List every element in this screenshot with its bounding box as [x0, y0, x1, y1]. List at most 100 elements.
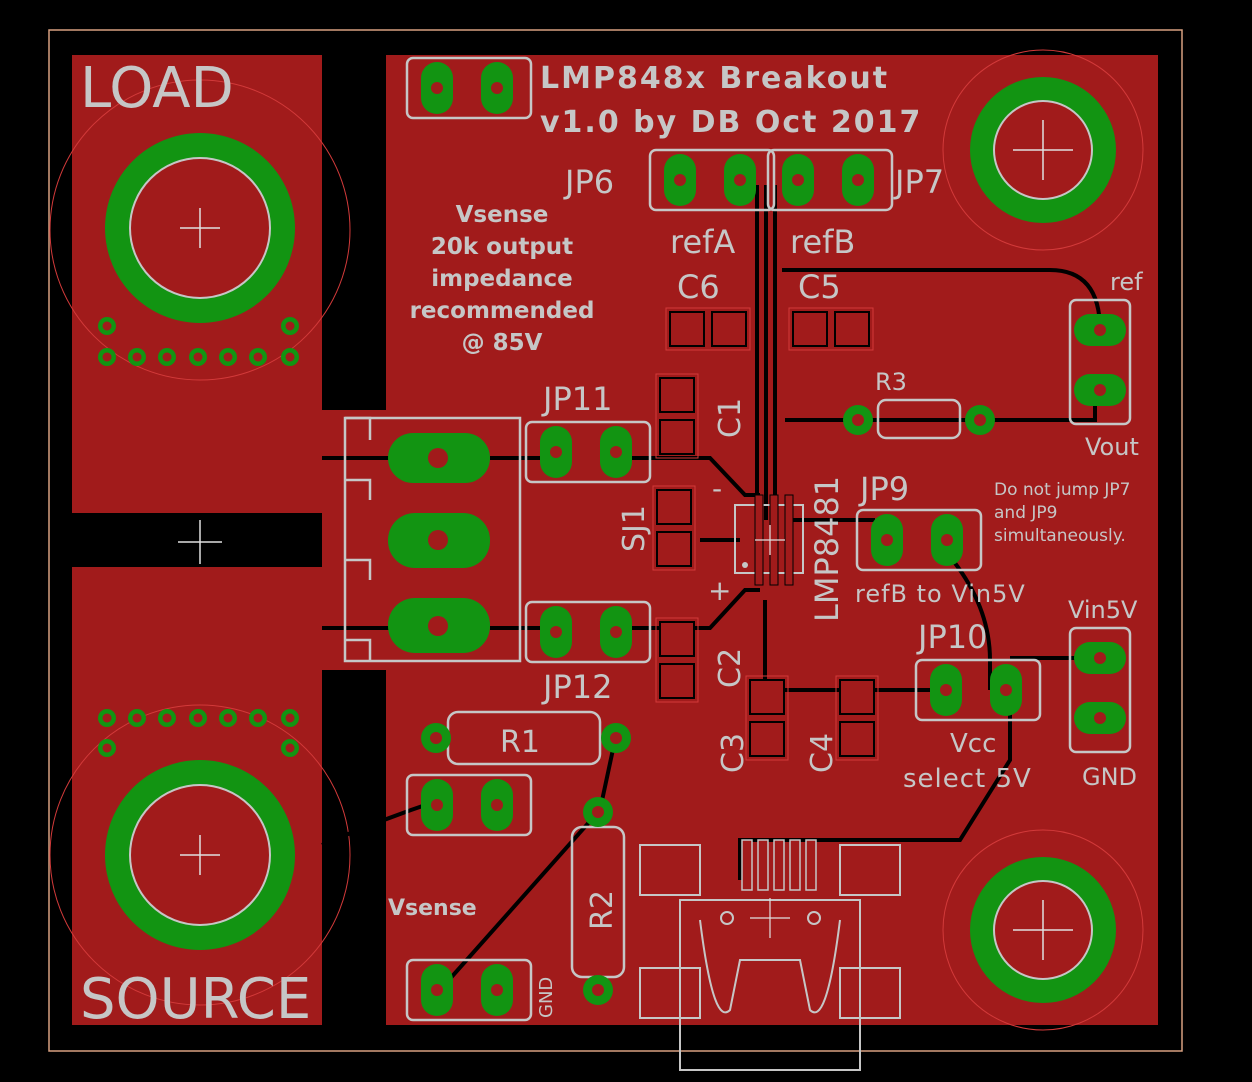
label-c3: C3 — [716, 733, 751, 773]
label-jp9-note: refB to Vin5V — [855, 580, 1026, 608]
board-version: v1.0 by DB Oct 2017 — [540, 105, 922, 140]
smd-outline — [665, 307, 751, 351]
smd-outline — [788, 307, 874, 351]
label-vout: Vout — [1085, 433, 1139, 461]
smd-pad[interactable] — [834, 311, 870, 347]
via-hole — [162, 352, 172, 362]
label-select-5v: select 5V — [903, 764, 1032, 794]
label-vcc: Vcc — [950, 729, 996, 759]
smd-outline — [652, 485, 696, 571]
smd-pad[interactable] — [659, 377, 695, 413]
source-via-array — [98, 709, 299, 757]
label-minus: - — [712, 472, 722, 505]
header-pad-hole[interactable] — [491, 82, 503, 94]
header-pad-hole[interactable] — [792, 174, 804, 186]
header-pad-hole[interactable] — [610, 626, 622, 638]
header-pad-hole[interactable] — [431, 82, 443, 94]
header-pad-hole[interactable] — [491, 984, 503, 996]
header-pad-hole[interactable] — [674, 174, 686, 186]
via-hole — [285, 352, 295, 362]
label-plus: + — [708, 574, 731, 607]
smd-pad[interactable] — [659, 419, 695, 455]
header-outline — [855, 508, 983, 572]
header-pad-hole[interactable] — [491, 799, 503, 811]
via-hole — [223, 713, 233, 723]
smd-pad[interactable] — [839, 679, 875, 715]
header-outline — [405, 773, 533, 837]
via-hole — [223, 352, 233, 362]
header-pad-hole[interactable] — [941, 534, 953, 546]
label-ref: ref — [1110, 268, 1143, 296]
smd-pad[interactable] — [659, 621, 695, 657]
smd-pad[interactable] — [711, 311, 747, 347]
source-terminal[interactable] — [105, 760, 295, 950]
header-pad-hole[interactable] — [431, 799, 443, 811]
ic-lmp8481-footprint[interactable] — [734, 494, 804, 586]
header-pad-hole[interactable] — [1094, 712, 1106, 724]
smd-pad[interactable] — [749, 679, 785, 715]
smd-pad[interactable] — [669, 311, 705, 347]
via-hole — [102, 713, 112, 723]
header-pad-hole[interactable] — [1094, 324, 1106, 336]
smd-pad[interactable] — [749, 721, 785, 757]
header-pad-hole[interactable] — [734, 174, 746, 186]
jump-note-line: and JP9 — [994, 503, 1057, 523]
via-hole — [102, 743, 112, 753]
header-outline — [1068, 298, 1132, 426]
header-pad-hole[interactable] — [1094, 652, 1106, 664]
label-jp11: JP11 — [541, 380, 612, 418]
header-pads[interactable] — [405, 56, 1132, 1022]
via-hole — [253, 352, 263, 362]
label-jp10: JP10 — [916, 618, 987, 656]
smd-pad[interactable] — [792, 311, 828, 347]
load-terminal[interactable] — [105, 133, 295, 323]
header-pad-hole[interactable] — [881, 534, 893, 546]
vsense-note-line: impedance — [431, 266, 573, 292]
header-pad-hole[interactable] — [550, 446, 562, 458]
label-load: LOAD — [80, 56, 234, 121]
label-refA: refA — [670, 223, 735, 261]
header-outline — [914, 658, 1042, 722]
label-gnd-right: GND — [1082, 763, 1137, 791]
smd-pad[interactable] — [656, 531, 692, 567]
smd-pad[interactable] — [656, 489, 692, 525]
label-jp9: JP9 — [858, 470, 909, 508]
smd-pad[interactable] — [839, 721, 875, 757]
header-outline — [405, 56, 533, 120]
usb-connector[interactable] — [639, 839, 901, 1071]
smd-outline — [655, 617, 699, 703]
header-pad-hole[interactable] — [1000, 684, 1012, 696]
center-crosshair — [178, 520, 222, 564]
label-jp12: JP12 — [541, 668, 612, 706]
via-hole — [285, 713, 295, 723]
header-pad-hole[interactable] — [550, 626, 562, 638]
label-sj1: SJ1 — [617, 505, 652, 552]
via-hole — [162, 713, 172, 723]
smd-pad[interactable] — [659, 663, 695, 699]
header-outline — [405, 958, 533, 1022]
resistor-pads[interactable] — [421, 405, 995, 1005]
vsense-note: Vsense 20k output impedance recommended … — [410, 202, 595, 356]
header-outline — [766, 148, 894, 212]
header-pad-hole[interactable] — [431, 984, 443, 996]
via-hole — [285, 321, 295, 331]
source-keepout — [49, 704, 351, 1006]
header-pad-hole[interactable] — [852, 174, 864, 186]
jump-note-line: simultaneously. — [994, 526, 1126, 546]
load-via-array — [98, 317, 299, 366]
label-c5: C5 — [798, 268, 841, 306]
via-hole — [132, 352, 142, 362]
terminal-block-pads[interactable] — [388, 433, 490, 653]
label-c2: C2 — [713, 648, 748, 688]
vsense-note-line: Vsense — [456, 202, 549, 228]
header-pad-hole[interactable] — [610, 446, 622, 458]
header-outline — [524, 420, 652, 484]
smd-outline — [745, 675, 789, 761]
header-pad-hole[interactable] — [1094, 384, 1106, 396]
label-jp6: JP6 — [563, 163, 614, 201]
via-hole — [253, 713, 263, 723]
header-pad-hole[interactable] — [940, 684, 952, 696]
via-hole — [285, 743, 295, 753]
label-r2: R2 — [585, 890, 620, 930]
